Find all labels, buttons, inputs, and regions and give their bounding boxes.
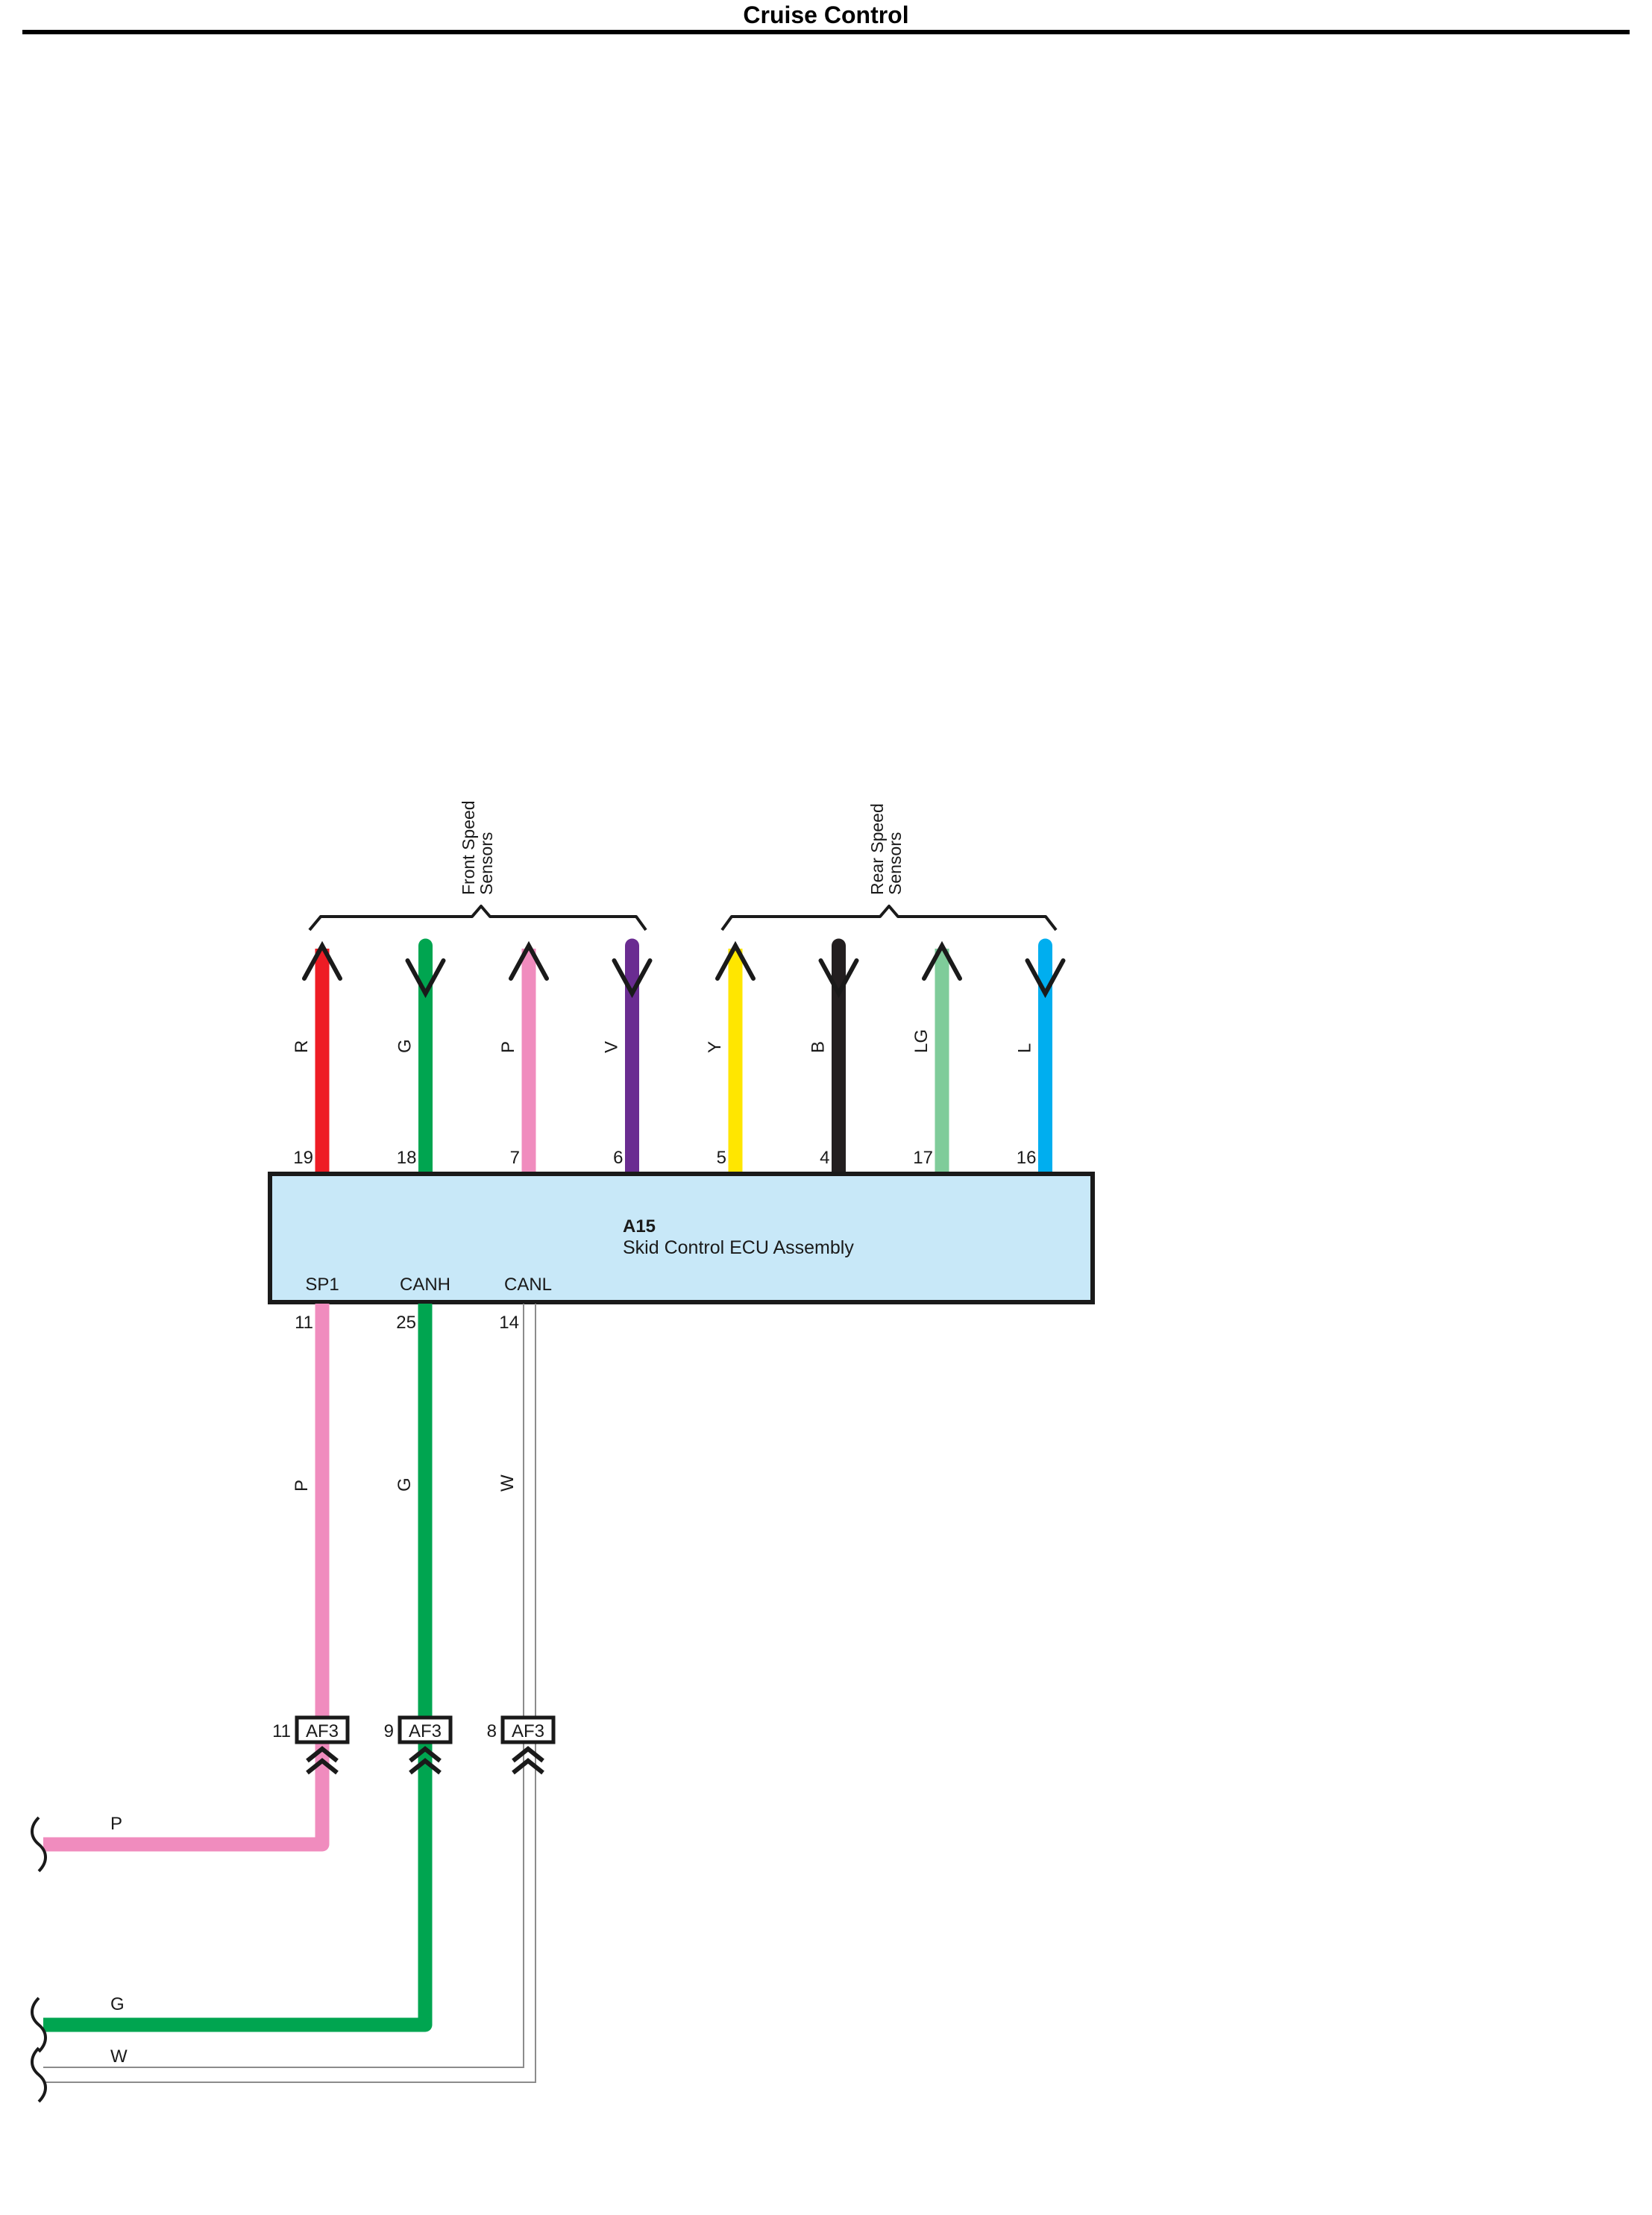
arrow-up-icon (509, 940, 549, 981)
wire-color-code: G (395, 1039, 415, 1053)
break-mark-icon (31, 1996, 47, 2053)
pin-number: 14 (499, 1313, 519, 1333)
break-mark-icon (31, 2046, 47, 2103)
pin-number: 17 (913, 1148, 933, 1168)
connector-chevron-icon (306, 1758, 339, 1775)
wire-color-code: P (498, 1041, 518, 1053)
top-wires-group: R19FL+G18FL–P7FR+V6FR–Y5RL+B4RL–LG17RR+L… (292, 938, 1066, 1201)
connector-chevron-icon (306, 1746, 339, 1763)
connector-box (500, 1715, 556, 1744)
pin-number: 5 (717, 1148, 726, 1168)
pin-number: 6 (613, 1148, 623, 1168)
connector-box (295, 1715, 350, 1744)
connector-chevron-icon (409, 1758, 442, 1775)
connector-pin: 8 (487, 1721, 497, 1741)
pin-number: 4 (820, 1148, 829, 1168)
front-sensors-label-line1: Front Speed (459, 800, 478, 895)
rear-sensors-bracket (720, 905, 1058, 931)
arrow-down-icon (818, 958, 859, 999)
wire-color-code: V (602, 1041, 622, 1053)
wire-color-code: R (292, 1040, 312, 1053)
terminal-label: SP1 (305, 1275, 339, 1295)
wire-color-code: G (395, 1477, 415, 1492)
connector-box (398, 1715, 453, 1744)
wire-end-label: P (110, 1814, 122, 1834)
page-title: Cruise Control (743, 1, 909, 28)
ecu-name: Skid Control ECU Assembly (623, 1237, 854, 1258)
rear-sensors-label-line1: Rear Speed (867, 803, 887, 895)
terminal-label: CANL (504, 1275, 552, 1295)
connector-chevron-icon (512, 1746, 544, 1763)
wire-end-label: G (110, 1994, 125, 2014)
wire-CANL-edge-a (43, 1304, 524, 2068)
wire-color-code: B (808, 1041, 829, 1053)
arrow-down-icon (1025, 958, 1066, 999)
wire-color-code: LG (911, 1029, 932, 1053)
connector-id: AF3 (409, 1721, 442, 1741)
connector-pin: 11 (272, 1721, 291, 1741)
wire-CANH (43, 1304, 433, 2032)
arrow-up-icon (715, 940, 756, 981)
connector-id: AF3 (306, 1721, 339, 1741)
wire-color-code: P (292, 1480, 312, 1492)
pin-number: 19 (293, 1148, 313, 1168)
pin-number: 25 (396, 1313, 416, 1333)
arrow-down-icon (405, 958, 446, 999)
connector-chevron-icon (512, 1758, 544, 1775)
break-mark-icon (31, 1816, 47, 1873)
front-sensors-label-line2: Sensors (477, 832, 496, 895)
arrow-down-icon (612, 958, 653, 999)
connector-pin: 9 (384, 1721, 394, 1741)
connector-id: AF3 (512, 1721, 544, 1741)
rear-sensors-label-line2: Sensors (885, 832, 905, 895)
ecu-id: A15 (623, 1216, 656, 1237)
connector-chevron-icon (409, 1746, 442, 1763)
arrow-up-icon (922, 940, 962, 981)
front-sensors-bracket (308, 905, 647, 931)
wire-color-code: W (497, 1474, 518, 1492)
pin-number: 11 (295, 1313, 313, 1333)
terminal-label: CANH (400, 1275, 450, 1295)
ecu-box (268, 1172, 1095, 1304)
title-rule (22, 30, 1630, 34)
wire-color-code: L (1015, 1043, 1035, 1053)
pin-number: 16 (1017, 1148, 1037, 1168)
wire-SP1 (43, 1304, 330, 1852)
pin-number: 7 (510, 1148, 520, 1168)
wire-CANL-edge-b (43, 1304, 536, 2083)
arrow-up-icon (302, 940, 342, 981)
pin-number: 18 (397, 1148, 417, 1168)
wire-color-code: Y (705, 1041, 725, 1053)
wire-end-label: W (110, 2046, 128, 2067)
